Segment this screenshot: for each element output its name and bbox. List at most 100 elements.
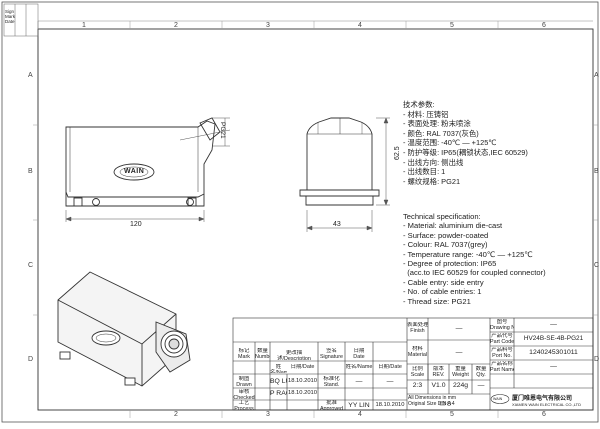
- side-dimensions: [306, 117, 390, 232]
- dim-pg21-label: PG21: [219, 122, 226, 139]
- part-no-label: 产品料号 Port No.: [491, 347, 513, 359]
- date-col-label: 日期/Date: [290, 364, 315, 370]
- name-col-label-2: 姓名/Name: [345, 364, 373, 370]
- spec-en-line: - Degree of protection: IP65: [403, 259, 497, 269]
- spec-cn-line: - 出线方向: 侧出线: [403, 157, 464, 167]
- projection-symbol-icon: [439, 401, 446, 406]
- approved-label: 批准 Approved: [319, 400, 344, 410]
- front-logo-text: WAIN: [124, 168, 145, 175]
- drawing-no-label: 图号 Drawing No.: [490, 319, 514, 331]
- hdr-description: 更改描述/Description: [277, 350, 311, 360]
- part-name-label: 产品名称 Part Name: [490, 361, 514, 373]
- checked-label: 审核 Checked: [233, 389, 255, 400]
- finish-value: —: [455, 325, 463, 332]
- drawn-label: 制图 Drawn: [236, 376, 252, 388]
- spec-en-line: - Temperature range: -40℃ — +125℃: [403, 249, 533, 259]
- stamp-label-sign: Sign: [5, 9, 15, 14]
- grid-num-bottom-5: 5: [450, 411, 454, 418]
- process-label: 工艺 Process: [234, 400, 254, 410]
- spec-cn-line: - 出线数目: 1: [403, 167, 446, 177]
- grid-num-5: 5: [450, 22, 454, 29]
- side-view: [299, 117, 380, 206]
- dim-depth-label: 43: [333, 221, 341, 228]
- spec-en-line: - No. of cable entries: 1: [403, 287, 482, 297]
- part-name-value: —: [550, 363, 557, 370]
- grid-num-bottom-3: 3: [266, 411, 270, 418]
- spec-cn-title: 技术参数:: [403, 100, 435, 109]
- approved-date: 18.10.2010: [375, 402, 405, 408]
- spec-en-line: - Surface: powder-coated: [403, 230, 489, 240]
- spec-cn-line: - 螺纹规格: PG21: [403, 176, 461, 186]
- grid-num-4: 4: [358, 22, 362, 29]
- stand-date: —: [386, 378, 394, 385]
- drawn-name: BQ LUO: [270, 378, 287, 385]
- title-block-grid: [232, 317, 594, 411]
- weight-value: 224g: [452, 382, 469, 389]
- drawing-no-value: —: [550, 321, 557, 328]
- spec-en-line: - Material: aluminium die-cast: [403, 221, 503, 231]
- grid-num-6: 6: [542, 22, 546, 29]
- note-line-1: All Dimensions in mm: [408, 395, 457, 401]
- front-dimensions: [65, 117, 230, 222]
- checked-date: 18.10.2010: [287, 390, 317, 396]
- spec-en-line: - Colour: RAL 7037(grey): [403, 240, 488, 250]
- spec-en-line: (acc.to IEC 60529 for coupled connector): [403, 268, 546, 278]
- hdr-signature: 签名 Signature: [319, 348, 344, 360]
- hdr-number: 数量 Number: [255, 348, 270, 360]
- dim-height-label: 62.5: [394, 146, 401, 160]
- dimension-note: All Dimensions in mm Original Size DIN A…: [408, 395, 468, 410]
- wain-logo-icon: [119, 166, 149, 178]
- projection-circle-icon: [446, 401, 452, 406]
- grid-letter-b-right: B: [594, 168, 599, 175]
- front-view: [65, 117, 221, 207]
- rev-value: V1.0: [431, 382, 446, 389]
- spec-cn-line: - 材料: 压铸铝: [403, 109, 449, 119]
- stamp-label-mark: Mark: [5, 14, 15, 19]
- grid-letter-a-right: A: [594, 72, 599, 79]
- spec-cn-block: 技术参数: - 材料: 压铸铝 - 表面处理: 粉末喷涂 - 颜色: RAL 7…: [403, 100, 528, 186]
- company-name-cn: 厦门唯恩电气有限公司: [512, 396, 573, 402]
- iso-wain-logo-icon: [95, 333, 117, 343]
- grid-letter-a: A: [28, 72, 33, 79]
- grid-num-bottom-6: 6: [542, 411, 546, 418]
- grid-num-2: 2: [174, 22, 178, 29]
- qty-label: 数量 Qty.: [475, 366, 487, 378]
- spec-en-block: Technical specification: - Material: alu…: [403, 212, 546, 306]
- drawn-date: 18.10.2010: [287, 378, 317, 384]
- stamp-labels: Sign Mark Date: [5, 9, 15, 24]
- material-label: 材料 Material: [407, 346, 428, 358]
- part-code-value: HV24B-SE-4B-PG21: [523, 335, 584, 342]
- scale-value: 2:3: [412, 382, 423, 389]
- approved-name: YY LIN: [348, 402, 370, 409]
- company-logo-text: WAIN: [493, 397, 503, 401]
- qty-value: —: [477, 382, 485, 389]
- date-col-label-2: 日期/Date: [378, 364, 402, 370]
- rev-label: 版本 REV.: [432, 366, 445, 378]
- company-name-en: XIAMEN WAIN ELECTRICAL CO.,LTD: [512, 402, 581, 407]
- stand-value: —: [355, 378, 363, 385]
- grid-num-bottom-4: 4: [358, 411, 362, 418]
- grid-num-bottom-2: 2: [174, 411, 178, 418]
- grid-num-3: 3: [266, 22, 270, 29]
- scale-label: 比例 Scale: [410, 366, 425, 378]
- isometric-view: [57, 271, 191, 387]
- company-logo-icon: [490, 394, 510, 404]
- material-value: —: [455, 349, 463, 356]
- weight-label: 重量 Weight: [452, 366, 469, 378]
- spec-en-line: - Cable entry: side entry: [403, 277, 484, 287]
- spec-en-title: Technical specification:: [403, 212, 481, 221]
- finish-label: 表面处理 Finish: [407, 322, 428, 334]
- part-code-label: 产品代号 Part Code: [490, 333, 514, 345]
- grid-letter-c-right: C: [594, 262, 600, 269]
- grid-letter-c: C: [28, 262, 34, 269]
- spec-cn-line: - 温度范围: -40℃ — +125℃: [403, 138, 497, 148]
- hdr-date: 日期 Date: [353, 348, 365, 360]
- checked-name: P RAO: [270, 390, 287, 397]
- stamp-label-date: Date: [5, 19, 15, 24]
- grid-letter-d-right: D: [594, 356, 600, 363]
- part-no-value: 1240245301011: [529, 349, 578, 356]
- revision-stamp-box: [3, 3, 39, 37]
- name-col-label: 姓名/Name: [270, 364, 287, 373]
